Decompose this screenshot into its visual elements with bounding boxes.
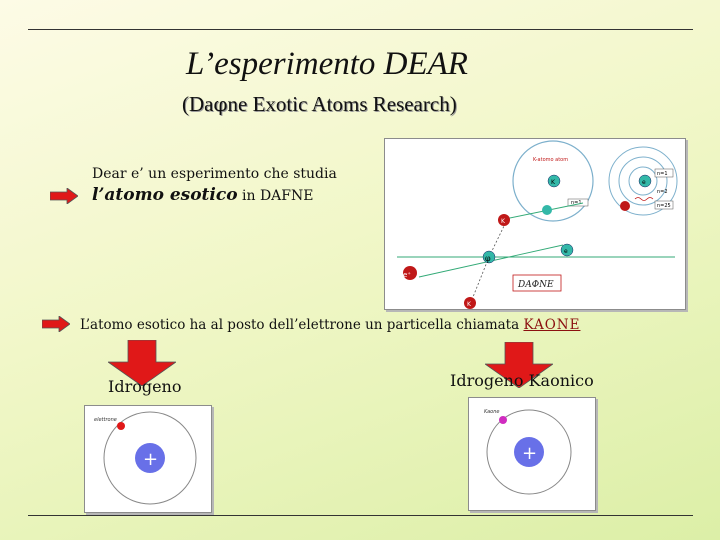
page-title: L’esperimento DEAR <box>186 46 468 82</box>
level-label-n25: n=25 <box>657 203 671 209</box>
atom-transition-particle <box>620 201 630 211</box>
k-minus-particle-upper <box>498 214 510 226</box>
level-box-n25 <box>654 200 674 210</box>
track-k-down <box>470 256 490 303</box>
kaonic-atom-particle <box>547 174 561 188</box>
label-idrogeno: Idrogeno <box>108 377 182 396</box>
kaonic-hydrogen-atom-diagram: Kaone + <box>468 397 596 511</box>
k-minus-lower-label: K <box>467 301 472 308</box>
kaonic-atom-label: K-atomo atom <box>533 157 568 163</box>
positron-left-label: e⁺ <box>403 271 411 279</box>
kaonic-nucleus <box>514 437 544 467</box>
transition-wave <box>634 197 654 201</box>
kaone-highlight: KAONE <box>523 317 581 333</box>
down-arrow-icon <box>108 340 176 386</box>
kaonic-orbit-outer <box>512 140 594 222</box>
subtitle-suffix: ne Exotic Atoms Research) <box>227 92 457 116</box>
atom-nucleus-label: e <box>642 179 646 186</box>
dear-diagram: K-atomo atom K e n=1 n=2 n=25 n=1 K φ e … <box>384 138 686 310</box>
right-arrow-icon <box>50 188 78 204</box>
hydrogen-nucleus <box>135 443 165 473</box>
phi-particle <box>482 250 496 264</box>
intro-line-2: l’atomo esotico in DAFNE <box>92 185 313 205</box>
positron-left <box>403 266 417 280</box>
mid-level-box <box>567 198 589 207</box>
electron-right-label: e <box>564 248 568 255</box>
kaonic-nucleus-symbol: + <box>522 443 537 464</box>
down-arrow-icon <box>485 342 553 388</box>
label-idrogeno-kaonico: Idrogeno Kaonico <box>450 371 594 390</box>
level-label-n2: n=2 <box>657 189 668 195</box>
dafne-logo: DAΦNE <box>517 280 554 290</box>
page-subtitle: (Daφne Exotic Atoms Research) <box>182 92 457 117</box>
bottom-rule <box>28 515 693 516</box>
right-arrow-icon <box>42 316 70 332</box>
electron-label: elettrone <box>94 417 117 423</box>
intro-rest: in DAFNE <box>237 188 314 204</box>
atom-orbit-3 <box>628 166 658 196</box>
level-label-n1: n=1 <box>657 171 668 177</box>
subtitle-greek: φ <box>213 92 228 116</box>
hydrogen-nucleus-symbol: + <box>143 449 158 470</box>
kaone-statement-text: L’atomo esotico ha al posto dell’elettro… <box>80 317 524 333</box>
top-rule <box>28 29 693 30</box>
k-minus-particle-lower <box>464 297 476 309</box>
kaonic-orbit <box>486 409 572 495</box>
atom-orbit-1 <box>608 146 678 216</box>
intro-line-1: Dear e’ un esperimento che studia <box>92 166 337 182</box>
kaon-label: Kaone <box>484 409 499 415</box>
mid-level-label: n=1 <box>571 200 582 206</box>
level-box-n1 <box>654 168 674 178</box>
electron-upper <box>542 205 552 215</box>
hydrogen-electron <box>117 422 125 430</box>
kaon-particle <box>499 416 507 424</box>
kaone-statement: L’atomo esotico ha al posto dell’elettro… <box>80 317 580 333</box>
electron-right <box>560 243 574 257</box>
atom-orbit-2 <box>618 156 668 206</box>
hydrogen-atom-diagram: elettrone + <box>84 405 212 513</box>
atom-nucleus <box>638 174 652 188</box>
intro-emphasis: l’atomo esotico <box>92 185 238 205</box>
subtitle-prefix: (Da <box>182 92 214 116</box>
k-minus-upper-label: K <box>501 218 506 225</box>
hydrogen-orbit <box>103 411 197 505</box>
kaonic-atom-particle-label: K <box>551 179 556 186</box>
phi-particle-label: φ <box>485 254 491 263</box>
dafne-logo-box <box>512 274 562 292</box>
